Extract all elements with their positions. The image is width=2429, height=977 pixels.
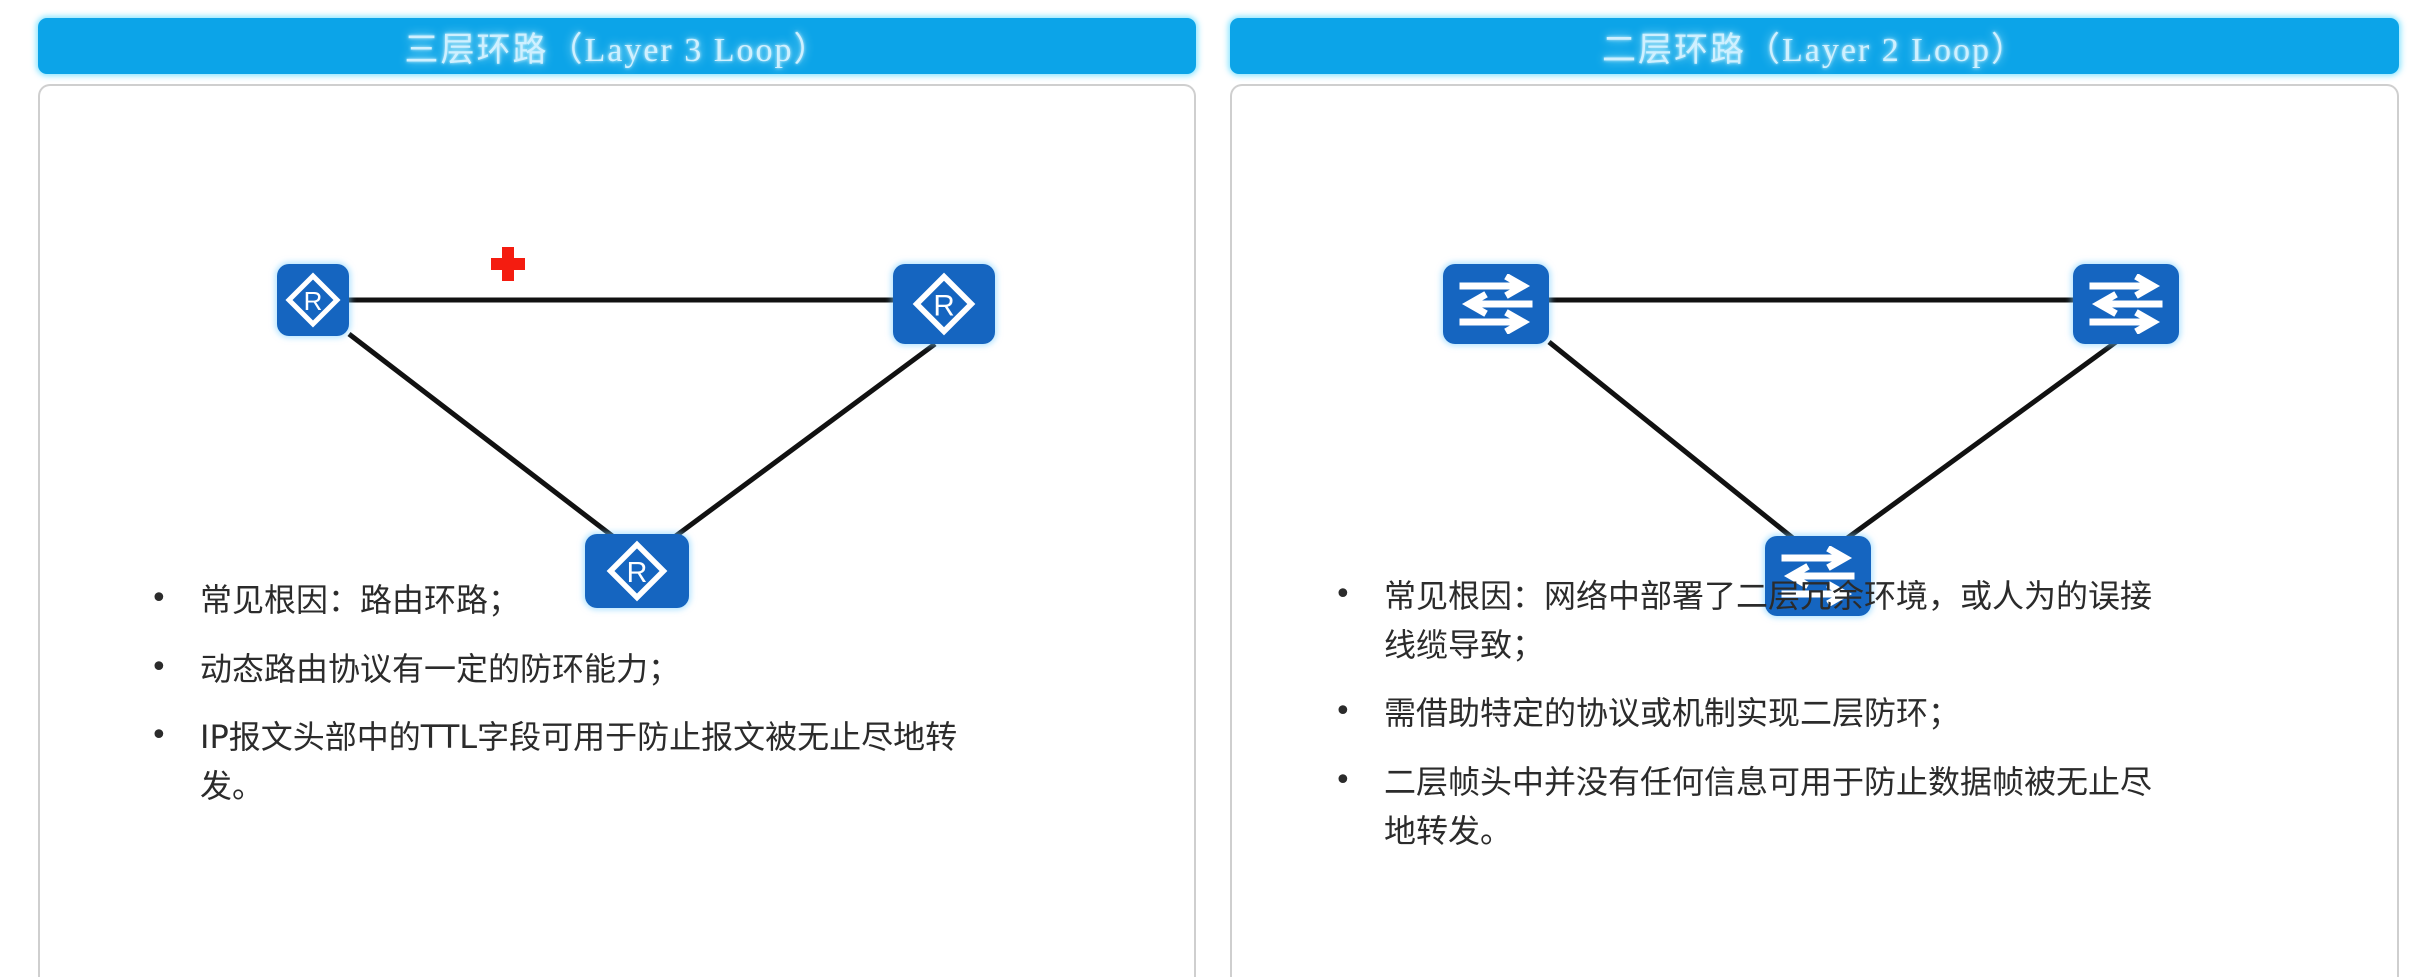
list-item: • 动态路由协议有一定的防环能力； (144, 645, 974, 694)
red-cross-icon (491, 247, 525, 281)
topology-diagram-layer2 (1232, 86, 2397, 616)
bullet-text: 常见根因：路由环路； (200, 581, 521, 619)
bullet-text: 二层帧头中并没有任何信息可用于防止数据帧被无止尽地转发。 (1384, 762, 2153, 850)
panel-body-layer3: R R R • (38, 84, 1196, 977)
router-glyph: R (285, 272, 341, 328)
switch-glyph (1781, 546, 1855, 606)
list-item: • 需借助特定的协议或机制实现二层防环； (1328, 689, 2158, 738)
bullet-text: IP报文头部中的TTL字段可用于防止报文被无止尽地转发。 (200, 718, 958, 805)
router-icon-bottom[interactable]: R (585, 534, 689, 608)
svg-text:R: R (933, 289, 954, 322)
link-bottom-topright (1844, 339, 2118, 542)
list-item: • 常见根因：路由环路； (144, 576, 974, 625)
bullet-text: 常见根因：网络中部署了二层冗余环境，或人为的误接线缆导致； (1384, 577, 2153, 664)
list-item: • 常见根因：网络中部署了二层冗余环境，或人为的误接线缆导致； (1328, 572, 2158, 669)
router-icon-top-left[interactable]: R (277, 264, 349, 336)
bullet-dot-icon: • (150, 718, 168, 754)
bullet-dot-icon: • (1334, 694, 1352, 730)
switch-glyph (1459, 274, 1533, 334)
bullet-text: 动态路由协议有一定的防环能力； (200, 649, 681, 688)
topology-links-layer3 (347, 297, 937, 541)
list-item: • 二层帧头中并没有任何信息可用于防止数据帧被无止尽地转发。 (1328, 758, 2158, 855)
router-glyph: R (606, 540, 668, 602)
link-bottom-topright (671, 341, 937, 541)
list-item: • IP报文头部中的TTL字段可用于防止报文被无止尽地转发。 (144, 713, 974, 810)
panel-layer3-loop: 三层环路（Layer 3 Loop） R (38, 18, 1196, 977)
switch-glyph (2089, 274, 2163, 334)
link-topleft-bottom (347, 332, 617, 540)
link-topleft-bottom (1547, 340, 1796, 541)
panel-body-layer2: • 常见根因：网络中部署了二层冗余环境，或人为的误接线缆导致； • 需借助特定的… (1230, 84, 2399, 977)
svg-text:R: R (304, 286, 323, 316)
bullet-list-layer3: • 常见根因：路由环路； • 动态路由协议有一定的防环能力； • IP报文头部中… (144, 576, 1194, 811)
topology-diagram-layer3: R R R (40, 86, 1194, 608)
panel-header-layer2: 二层环路（Layer 2 Loop） (1230, 18, 2399, 74)
switch-icon-bottom[interactable] (1765, 536, 1871, 616)
panel-header-layer3: 三层环路（Layer 3 Loop） (38, 18, 1196, 74)
topology-links-layer2 (1547, 297, 2118, 542)
bullet-dot-icon: • (1334, 762, 1352, 798)
svg-text:R: R (627, 557, 648, 589)
bullet-text: 需借助特定的协议或机制实现二层防环； (1384, 694, 1961, 733)
bullet-dot-icon: • (1334, 577, 1352, 612)
bullet-dot-icon: • (150, 649, 168, 685)
switch-icon-top-left[interactable] (1443, 264, 1549, 344)
panel-title-layer2: 二层环路（Layer 2 Loop） (1601, 31, 2028, 69)
router-icon-top-right[interactable]: R (893, 264, 995, 344)
router-glyph: R (912, 272, 976, 336)
bullet-dot-icon: • (150, 581, 168, 616)
bullet-list-layer2: • 常见根因：网络中部署了二层冗余环境，或人为的误接线缆导致； • 需借助特定的… (1328, 572, 2397, 855)
switch-icon-top-right[interactable] (2073, 264, 2179, 344)
panel-layer2-loop: 二层环路（Layer 2 Loop） (1218, 0, 2429, 977)
panel-title-layer3: 三层环路（Layer 3 Loop） (404, 31, 830, 69)
